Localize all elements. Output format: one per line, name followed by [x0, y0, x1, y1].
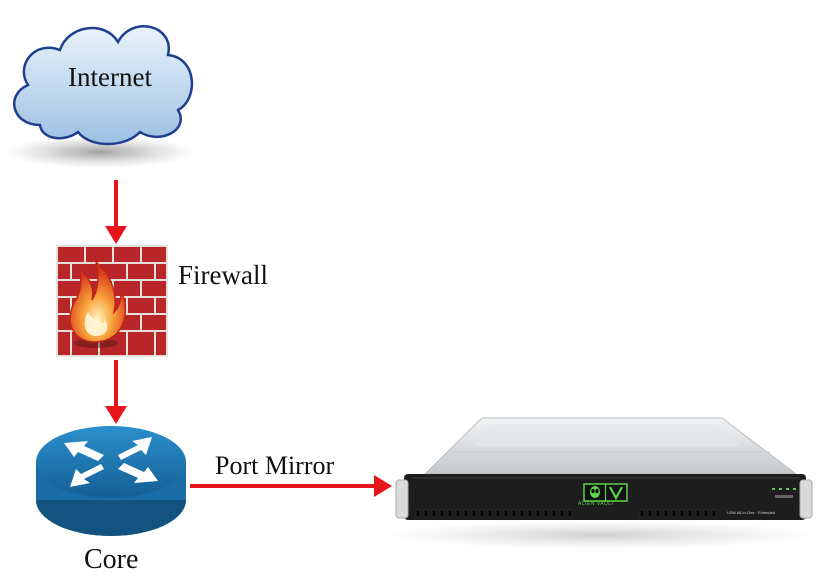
alienvault-appliance-icon	[385, 417, 815, 549]
arrow-firewall-to-core	[105, 360, 127, 424]
firewall-icon	[56, 245, 168, 357]
core-label: Core	[84, 544, 139, 575]
appliance-model-text: USM All-in-One · Extended	[727, 510, 776, 515]
arrow-internet-to-firewall	[105, 180, 127, 244]
internet-label: Internet	[68, 62, 152, 92]
firewall-label: Firewall	[178, 260, 268, 290]
router-icon	[36, 426, 186, 536]
appliance-logo-text: ALIEN VAULT	[578, 501, 615, 507]
internet-cloud-icon	[5, 25, 195, 168]
port-mirror-label: Port Mirror	[215, 451, 335, 480]
arrow-port-mirror	[190, 475, 392, 497]
